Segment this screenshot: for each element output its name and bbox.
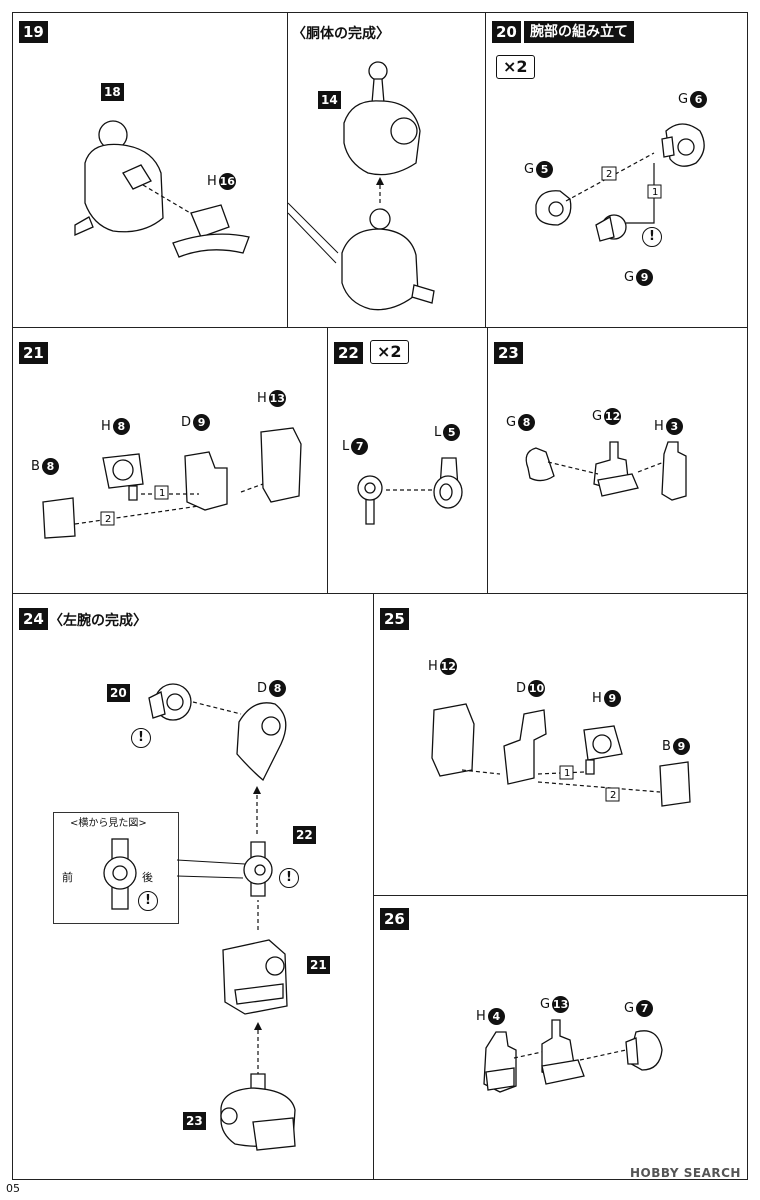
page-number: 05 (6, 1182, 20, 1195)
order-2: 2 (105, 514, 111, 525)
side-view-inset: <横から見た図> 前 後 ! (53, 812, 179, 924)
watermark: HOBBY SEARCH (630, 1166, 741, 1180)
step-reference: 23 (183, 1112, 206, 1130)
order-1: 1 (652, 187, 658, 198)
multiplier-badge: ×2 (496, 55, 535, 79)
step-number: 19 (19, 21, 48, 43)
arm-joint-drawing: 2 1 (535, 123, 705, 242)
torso-completion-title: 〈胴体の完成〉 (292, 26, 390, 42)
multiplier-badge: ×2 (370, 340, 409, 364)
inset-front-label: 前 (62, 871, 73, 884)
warning-icon: ! (642, 227, 662, 247)
forearm-parts-drawing: 1 2 (42, 427, 302, 539)
step-number: 23 (494, 342, 523, 364)
right-forearm-parts-drawing: 1 2 (431, 703, 691, 807)
order-1: 1 (159, 488, 165, 499)
step-reference: 20 (107, 684, 130, 702)
step-number: 21 (19, 342, 48, 364)
side-view-drawing (103, 838, 137, 910)
torso-part-drawing (74, 120, 250, 258)
torso-complete-drawing (287, 61, 435, 311)
step-number: 24 (19, 608, 48, 630)
step-title: 腕部の組み立て (524, 21, 634, 43)
left-arm-assembly-drawing (148, 683, 296, 1151)
step-title: 〈左腕の完成〉 (49, 613, 147, 629)
step-reference: 22 (293, 826, 316, 844)
right-hand-parts-drawing (483, 1019, 663, 1093)
step-reference: 18 (101, 83, 124, 101)
step-number: 26 (380, 908, 409, 930)
order-2: 2 (610, 790, 616, 801)
inset-title: <横から見た図> (70, 818, 147, 829)
hand-parts-drawing (525, 441, 687, 501)
warning-icon: ! (279, 868, 299, 888)
step-number: 20 (492, 21, 521, 43)
order-1: 1 (564, 768, 570, 779)
step-reference: 21 (307, 956, 330, 974)
order-2: 2 (606, 169, 612, 180)
inset-back-label: 後 (142, 871, 153, 884)
torso-completion-panel: 〈胴体の完成〉 14 (287, 12, 486, 328)
elbow-joint-drawing (357, 457, 463, 525)
warning-icon: ! (131, 728, 151, 748)
step-number: 22 (334, 342, 363, 364)
step-reference: 14 (318, 91, 341, 109)
warning-icon: ! (138, 891, 158, 911)
step-number: 25 (380, 608, 409, 630)
